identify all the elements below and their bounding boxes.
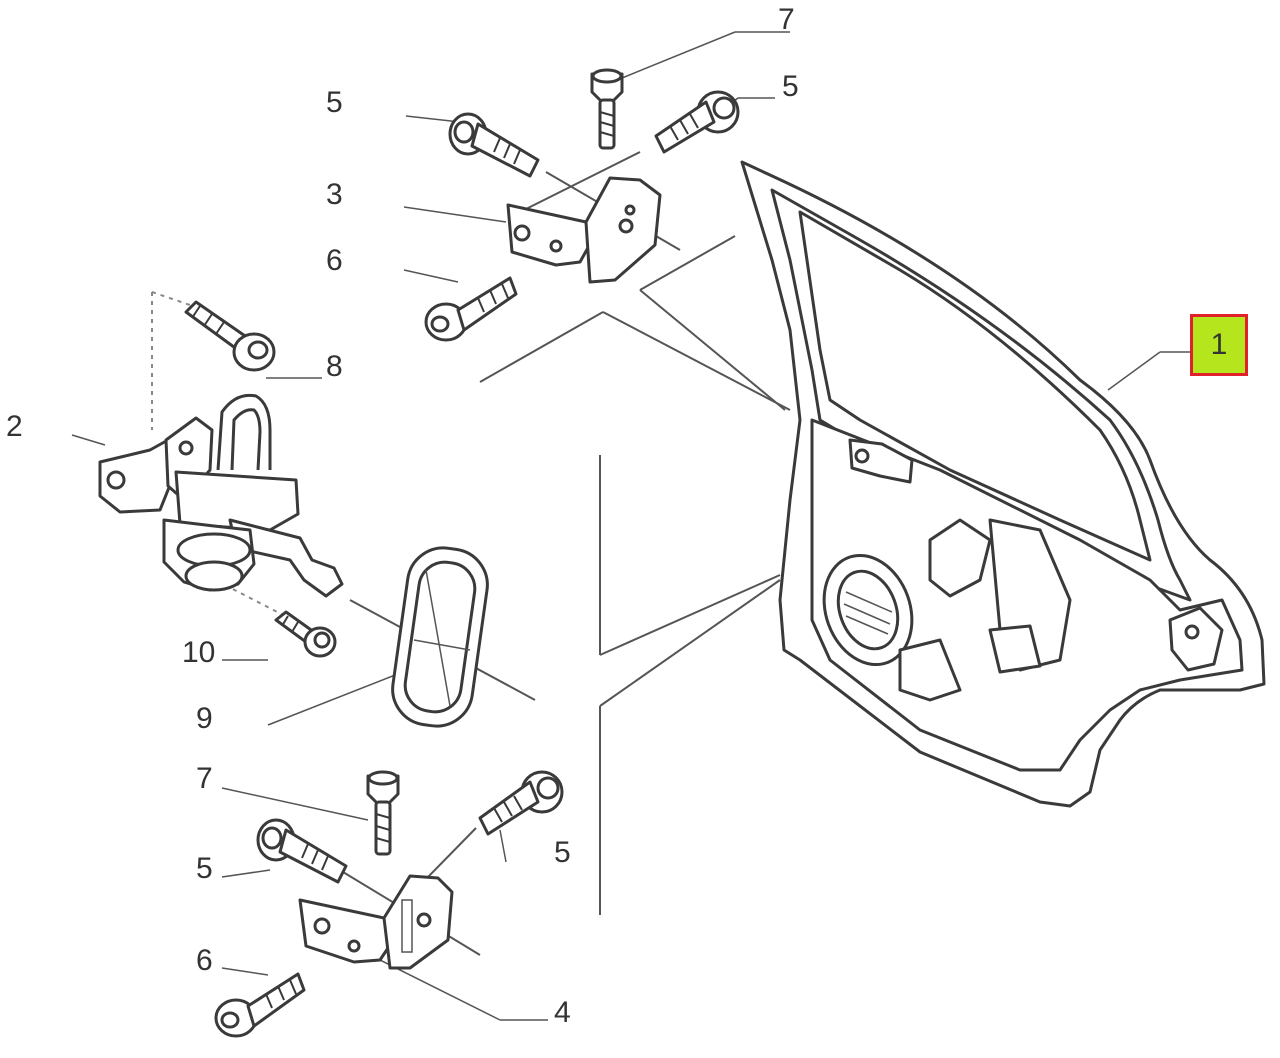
callout-5-top-right: 5 bbox=[782, 70, 799, 103]
bolt-10 bbox=[274, 610, 337, 658]
callout-5-top-left: 5 bbox=[326, 86, 343, 119]
callout-6-bottom: 6 bbox=[196, 944, 213, 977]
callout-3: 3 bbox=[326, 178, 343, 211]
callout-7-bottom: 7 bbox=[196, 762, 213, 795]
callout-6-top: 6 bbox=[326, 244, 343, 277]
door-check-strap bbox=[98, 393, 344, 598]
rear-door-shell bbox=[740, 160, 1266, 808]
callout-4: 4 bbox=[554, 996, 571, 1029]
callout-1-highlighted[interactable]: 1 bbox=[1190, 314, 1248, 376]
bolt-7-lower bbox=[366, 770, 400, 856]
bolt-5-upper-left bbox=[448, 112, 540, 178]
callout-5-bottom-left: 5 bbox=[196, 852, 213, 885]
grommet-plug bbox=[391, 546, 489, 728]
leader-lines bbox=[71, 31, 1190, 1021]
bolt-5-lower-left bbox=[256, 818, 348, 884]
callout-7-top: 7 bbox=[778, 3, 795, 36]
lower-hinge-bracket bbox=[298, 874, 454, 970]
upper-hinge-bracket bbox=[506, 176, 662, 284]
callout-9: 9 bbox=[196, 702, 213, 735]
bolt-5-lower-right bbox=[478, 770, 564, 836]
bolt-6-lower bbox=[214, 972, 306, 1038]
bolt-6-upper bbox=[424, 276, 518, 342]
bolt-5-upper-right bbox=[654, 90, 740, 154]
bolt-7-upper bbox=[590, 68, 624, 150]
callout-2: 2 bbox=[6, 410, 23, 443]
callout-5-bottom-right: 5 bbox=[554, 836, 571, 869]
callout-8: 8 bbox=[326, 350, 343, 383]
bolt-8 bbox=[184, 300, 276, 372]
callout-10: 10 bbox=[182, 636, 216, 669]
